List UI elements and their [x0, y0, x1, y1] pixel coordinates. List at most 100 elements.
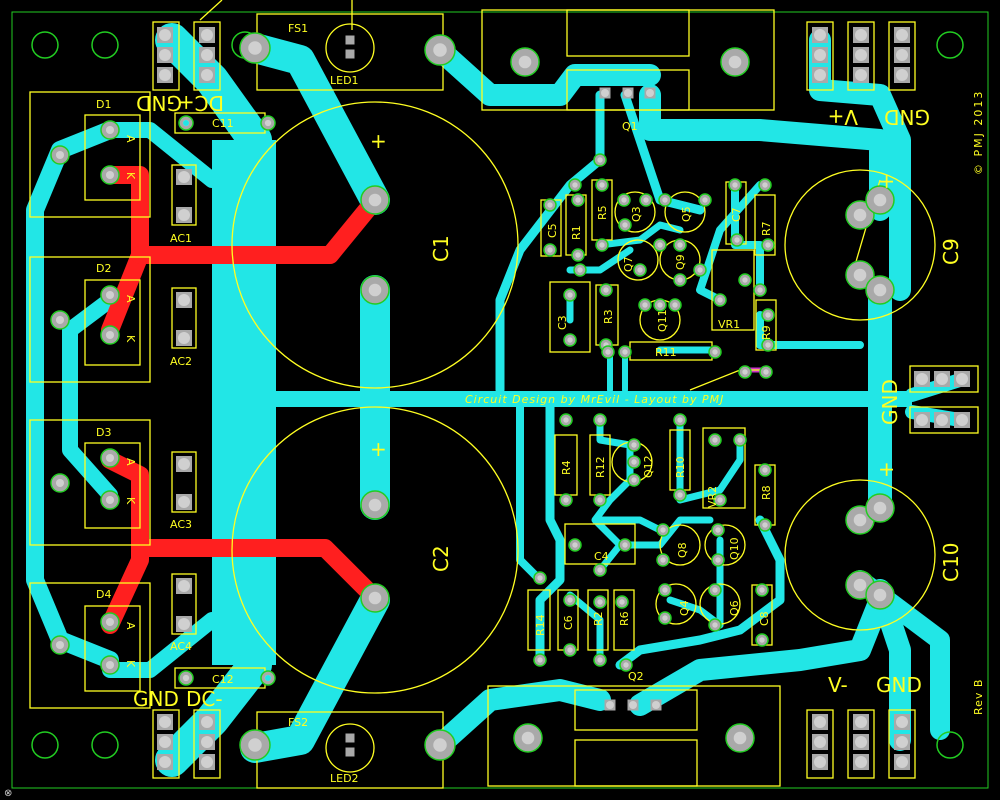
component-pad-hole — [597, 567, 603, 573]
component-pad-hole — [567, 597, 573, 603]
signal-trace — [566, 591, 604, 664]
header-pin-hole — [855, 29, 867, 41]
diode-pin-ring — [100, 448, 120, 468]
component-pad-hole — [697, 267, 703, 273]
component-pad-hole — [672, 302, 678, 308]
header-pin-hole — [896, 49, 908, 61]
diode-pin-ring — [100, 612, 120, 632]
header-pin-hole — [814, 29, 826, 41]
r6-label: R6 — [618, 611, 631, 626]
d3-outline — [29, 419, 151, 546]
component-pad-hole — [622, 542, 628, 548]
component-pad-hole — [563, 417, 569, 423]
mounting-hole — [31, 731, 59, 759]
component-pad-ring — [673, 238, 687, 252]
component-pad-hole — [575, 252, 581, 258]
ac4-outline — [171, 573, 197, 635]
d2-pin-k: K — [124, 335, 137, 343]
gnd-mid-right-label: GND — [878, 379, 902, 425]
cap-pin-hole — [873, 588, 887, 602]
component-pad-hole — [657, 302, 663, 308]
signal-trace — [516, 403, 544, 584]
signal-trace — [756, 311, 864, 349]
diode-pin-hole — [105, 453, 115, 463]
d4-label: D4 — [96, 588, 111, 601]
c10-label: C10 — [939, 543, 963, 582]
d4-pin-a: A — [124, 622, 137, 630]
ac2-outline — [171, 287, 197, 349]
q1-outline — [566, 69, 690, 111]
revision-label: Rev B — [972, 679, 985, 715]
mounting-hole — [91, 31, 119, 59]
component-pad-ring — [658, 583, 672, 597]
component-pad-hole — [717, 497, 723, 503]
reg-bottom-tab — [574, 739, 698, 787]
diode-pin-ring — [100, 285, 120, 305]
d4-pin-k: K — [124, 660, 137, 668]
cap-pin-hole — [368, 193, 382, 207]
component-pad-hole — [572, 542, 578, 548]
component-pad-ring — [599, 283, 613, 297]
d2-pin-a: A — [124, 295, 137, 303]
cap-pin-hole — [853, 513, 867, 527]
c12-label: C12 — [212, 673, 234, 686]
header-pin-hole — [814, 716, 826, 728]
diode-pin-ring — [50, 635, 70, 655]
component-pad-hole — [762, 522, 768, 528]
cap-pin-ring — [360, 275, 390, 305]
component-pad-hole — [712, 587, 718, 593]
component-pad-hole — [762, 467, 768, 473]
component-pad-hole — [642, 302, 648, 308]
ac-pin-hole — [178, 209, 190, 221]
d1-pin-k: K — [124, 172, 137, 180]
led2-label: LED2 — [330, 772, 359, 785]
component-pad-ring — [633, 263, 647, 277]
regulator-mount-ring — [720, 47, 750, 77]
header-pin-hole — [814, 756, 826, 768]
r8-label: R8 — [760, 485, 773, 500]
dc-plus-label: DC+ — [178, 91, 224, 115]
q11-label: Q11 — [656, 309, 669, 332]
component-pad-hole — [742, 369, 748, 375]
component-pad-ring — [759, 365, 773, 379]
component-pad-hole — [715, 557, 721, 563]
cap-pin-ring — [360, 185, 390, 215]
component-pad-ring — [618, 345, 632, 359]
diode-pin-ring — [100, 325, 120, 345]
component-pad-ring — [573, 263, 587, 277]
r1-label: R1 — [570, 225, 583, 240]
component-pad-hole — [660, 527, 666, 533]
cap-pin-hole — [368, 591, 382, 605]
component-pad-hole — [622, 222, 628, 228]
copyright-vertical: © PMJ 2013 — [972, 90, 985, 175]
signal-trace — [731, 181, 764, 289]
ac-pin-hole — [178, 294, 190, 306]
diode-pin-hole — [105, 617, 115, 627]
component-pad-hole — [759, 637, 765, 643]
component-pad-ring — [673, 488, 687, 502]
small-cap-pin-ring — [178, 115, 194, 131]
cap-pin-ring — [865, 275, 895, 305]
component-pad-hole — [677, 277, 683, 283]
c7-label: C7 — [730, 207, 743, 222]
component-pad-hole — [623, 662, 629, 668]
component-pad-hole — [660, 557, 666, 563]
component-pad-ring — [708, 583, 722, 597]
gnd-top-right-label: GND — [884, 105, 930, 129]
component-pad-ring — [533, 571, 547, 585]
component-pad-ring — [627, 473, 641, 487]
hdr-gnd-top — [152, 21, 180, 91]
hdr-dcplus — [193, 21, 221, 91]
cap-pin-hole — [873, 501, 887, 515]
q3-label: Q3 — [630, 206, 643, 222]
reg-top-tab — [566, 9, 690, 57]
component-pad-ring — [617, 193, 631, 207]
gnd-bottom-left-label: GND — [133, 687, 179, 711]
q4-label: Q4 — [678, 600, 691, 616]
mounting-hole — [91, 731, 119, 759]
component-pad-hole — [597, 417, 603, 423]
q8-outline — [659, 524, 701, 566]
fuse-pin-hole — [248, 41, 262, 55]
component-pad-hole — [742, 277, 748, 283]
